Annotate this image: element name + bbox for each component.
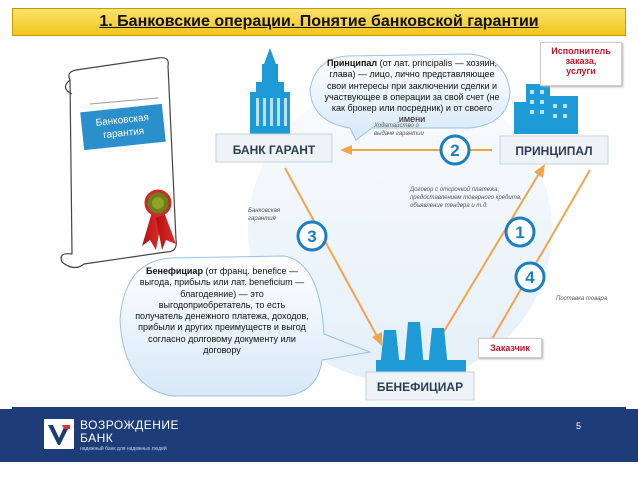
step-circles (296, 134, 546, 293)
beneficiary-term: Бенефициар (146, 266, 203, 276)
executor-line3: услуги (566, 66, 596, 76)
arrow-label-step3-line2: гарантия (248, 216, 277, 222)
executor-line2: заказа, (565, 56, 597, 66)
seal-icon (142, 189, 176, 250)
bank-building-icon (250, 48, 290, 134)
beneficiary-definition: Бенефициар (от франц. benefice — выгода,… (134, 266, 310, 356)
principal-definition-text: (от лат. principalis — хозяин, глава) — … (324, 58, 500, 125)
principal-node-label: ПРИНЦИПАЛ (515, 144, 592, 158)
footer-divider (12, 407, 626, 409)
footer: ВОЗРОЖДЕНИЕ БАНК надежный банк для надеж… (0, 409, 638, 462)
principal-building-icon (514, 84, 578, 134)
page-number: 5 (576, 421, 582, 431)
beneficiary-bubble-shape (119, 255, 372, 397)
step-number-2: 2 (450, 141, 459, 160)
principal-bubble-shape (309, 53, 511, 141)
flow-arrows (284, 145, 591, 354)
customer-label: Заказчик (490, 343, 530, 353)
arrow-label-step2-line2: выдаче гарантии (374, 131, 424, 137)
executor-box: Исполнитель заказа, услуги (540, 42, 622, 86)
arrow-step-1 (439, 171, 541, 339)
title-bar: 1. Банковские операции. Понятие банковск… (12, 8, 626, 36)
guarantee-scroll (60, 57, 177, 269)
arrow-label-step4: Поставка товара (556, 296, 608, 302)
logo-name-line2: БАНК (80, 431, 114, 445)
step-circle-3 (296, 220, 328, 252)
step-number-3: 3 (307, 227, 316, 246)
customer-box: Заказчик (478, 338, 542, 358)
bank-label-plate (215, 133, 333, 163)
beneficiary-node-label: БЕНЕФИЦИАР (377, 380, 463, 394)
arrow-label-step1-line3: объявление тендера и т.д. (410, 203, 488, 209)
step-number-4: 4 (525, 268, 535, 287)
arrow-label-step1-line1: Договор с отсрочкой платежа, (409, 186, 499, 193)
factory-icon (376, 322, 466, 372)
principal-term: Принципал (326, 58, 378, 68)
principal-definition: Принципал (от лат. principalis — хозяин,… (320, 58, 504, 126)
arrow-label-step3-line1: Банковская (248, 208, 281, 214)
logo-slogan: надежный банк для надежных людей (80, 446, 167, 452)
beneficiary-label-plate (365, 371, 475, 401)
executor-line1: Исполнитель (551, 46, 611, 56)
step-circle-1 (504, 216, 536, 248)
logo-name-line1: ВОЗРОЖДЕНИЕ (80, 418, 180, 432)
arrow-step-4 (487, 169, 591, 347)
step-circle-4 (514, 261, 546, 293)
beneficiary-definition-text: (от франц. benefice — выгода, прибыль ил… (135, 266, 309, 355)
step-circle-2 (439, 134, 471, 166)
arrow-label-step2-line1: Ходатайство о (373, 122, 419, 129)
bank-node-label: БАНК ГАРАНТ (233, 143, 316, 157)
arrow-step-3 (284, 167, 379, 339)
bank-logo-icon (44, 419, 74, 449)
scroll-label-line2: гарантия (103, 126, 145, 141)
arrow-label-step1-line2: предоставлением товарного кредита, (410, 195, 522, 201)
principal-label-plate (499, 135, 609, 165)
page-title: 1. Банковские операции. Понятие банковск… (99, 13, 539, 30)
step-number-1: 1 (515, 223, 524, 242)
